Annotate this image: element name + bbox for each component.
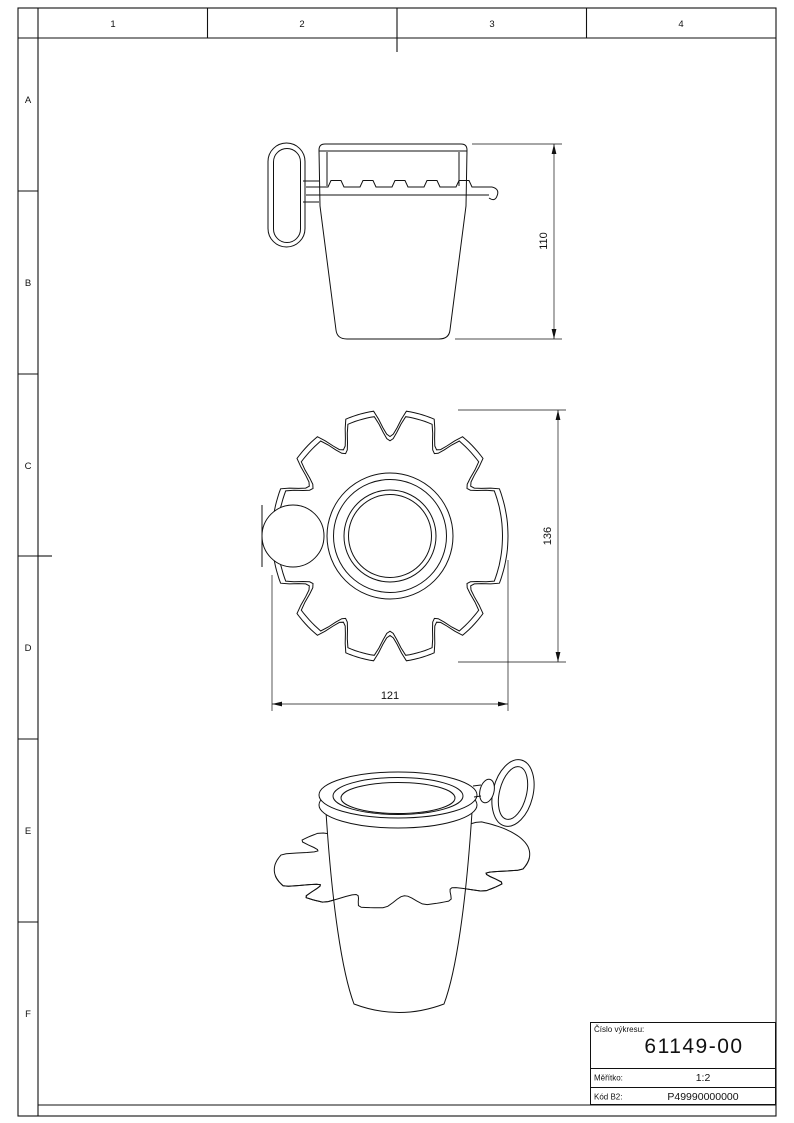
- dim-value-121: 121: [381, 690, 399, 702]
- row-label-d: D: [25, 643, 32, 654]
- row-label-a: A: [25, 95, 32, 106]
- holder-plate-edge: [306, 180, 492, 188]
- row-label-f: F: [25, 1009, 31, 1020]
- dim-value-136: 136: [542, 527, 554, 545]
- row-label-c: C: [25, 461, 32, 472]
- grid-labels: 1 2 3 4 A B C D E F: [25, 19, 684, 1020]
- title-block-number-cell: Číslo výkresu: 61149-00: [591, 1023, 775, 1069]
- top-view: [261, 410, 509, 662]
- wall-plate-side: [267, 142, 306, 248]
- column-label-2: 2: [299, 19, 304, 30]
- scale-label: Měřítko:: [594, 1073, 623, 1083]
- column-label-4: 4: [678, 19, 683, 30]
- sheet-frame: [17, 7, 777, 1117]
- drawing-number-label: Číslo výkresu:: [594, 1025, 645, 1034]
- cup-rim-top: [343, 489, 437, 583]
- dim-value-110: 110: [538, 232, 550, 250]
- perspective-view: [273, 759, 535, 1013]
- cup-perspective: [325, 811, 473, 1013]
- wall-bracket-top: [261, 504, 325, 568]
- title-block-code-row: Kód B2: P49990000000: [591, 1088, 775, 1105]
- scale-value: 1:2: [695, 1072, 711, 1084]
- side-view: [267, 142, 499, 340]
- column-label-1: 1: [110, 19, 115, 30]
- column-label-3: 3: [489, 19, 494, 30]
- row-label-b: B: [25, 278, 31, 289]
- cup-opening: [340, 782, 456, 814]
- code-label: Kód B2:: [594, 1092, 623, 1101]
- title-block-scale-row: Měřítko: 1:2: [591, 1069, 775, 1088]
- dimensions: [271, 143, 566, 711]
- cup-side: [318, 143, 468, 340]
- code-value: P49990000000: [667, 1090, 739, 1103]
- holder-ring-outer: [326, 472, 454, 600]
- title-block: Číslo výkresu: 61149-00 Měřítko: 1:2 Kód…: [590, 1022, 776, 1105]
- row-label-e: E: [25, 826, 31, 837]
- drawing-number: 61149-00: [644, 1035, 744, 1058]
